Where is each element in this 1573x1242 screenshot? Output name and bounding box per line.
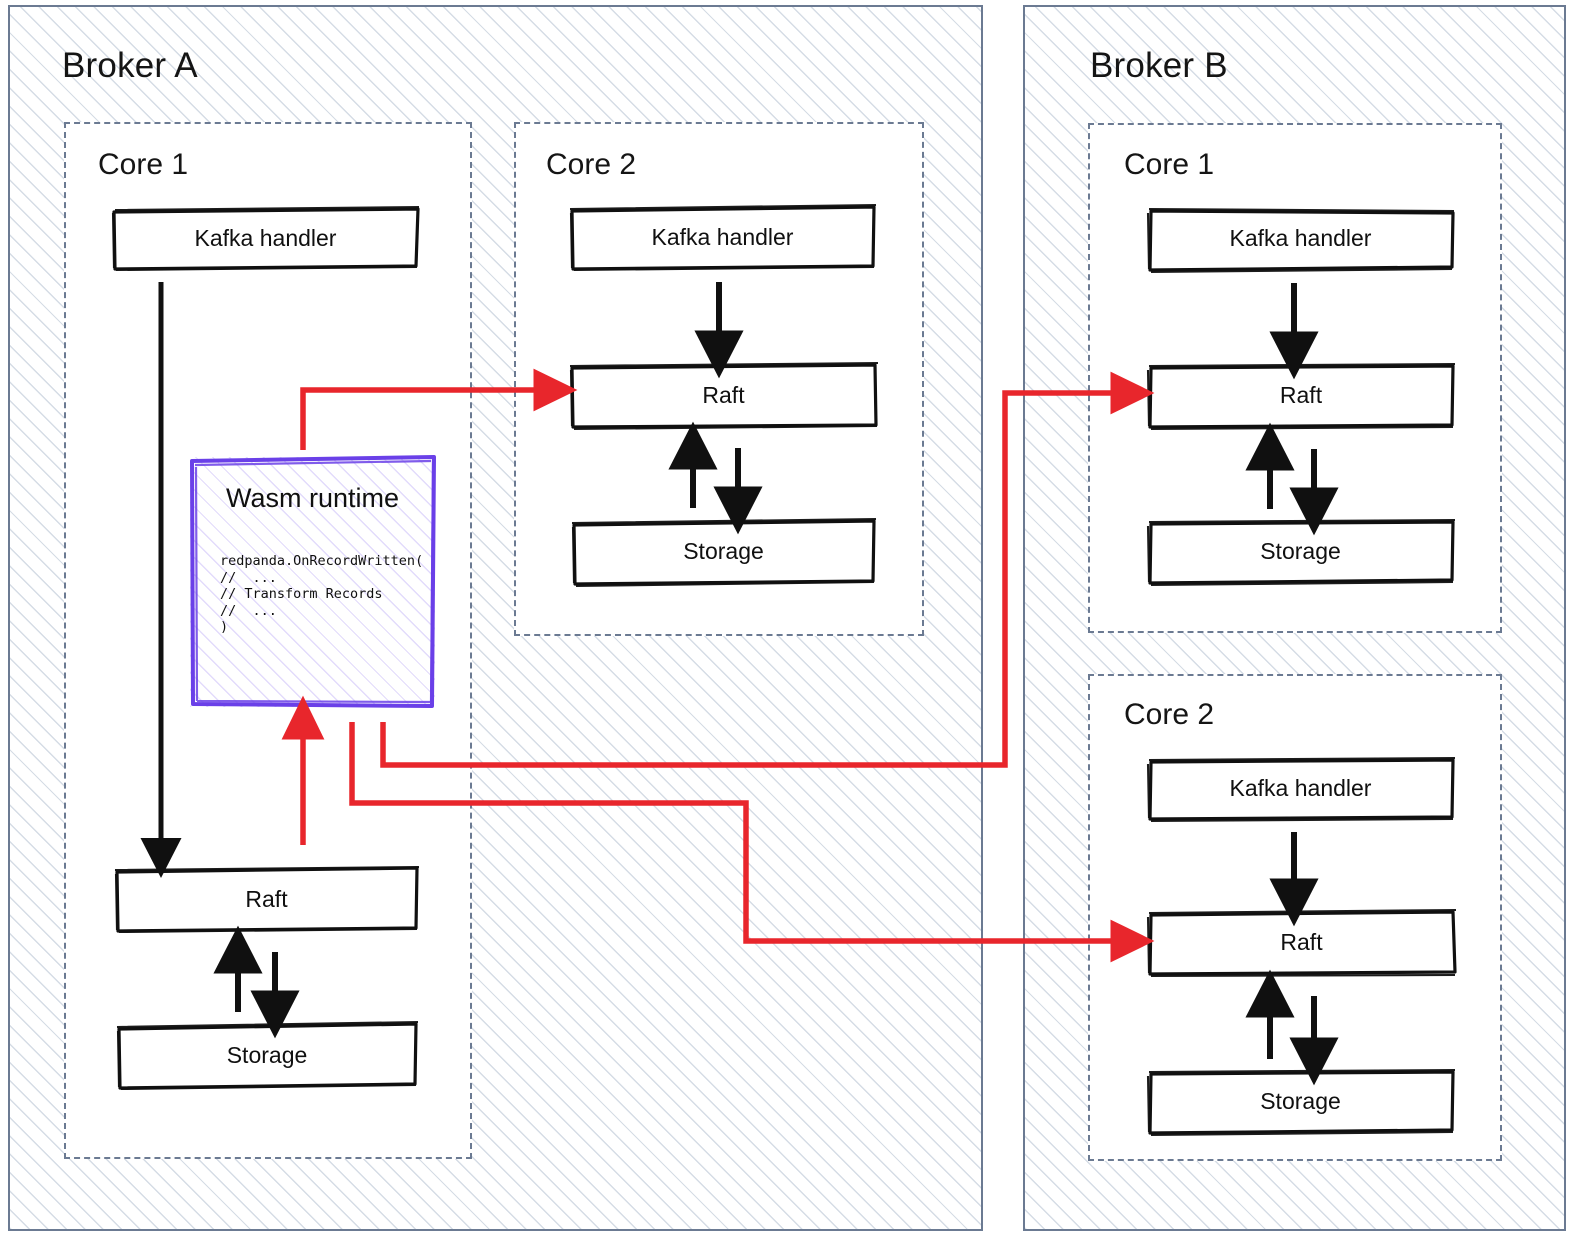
broker-a-core-1-title: Core 1 bbox=[98, 148, 189, 181]
node-kafka-handler-a2: Kafka handler bbox=[569, 203, 877, 272]
node-label: Storage bbox=[226, 1041, 308, 1068]
node-storage-a1: Storage bbox=[116, 1020, 419, 1091]
broker-b-title: Broker B bbox=[1090, 46, 1228, 85]
node-storage-b2: Storage bbox=[1146, 1068, 1456, 1137]
node-storage-b1: Storage bbox=[1146, 518, 1456, 587]
node-raft-a2: Raft bbox=[569, 361, 879, 431]
node-raft-b2: Raft bbox=[1146, 908, 1457, 978]
node-kafka-handler-b1: Kafka handler bbox=[1146, 207, 1455, 274]
node-label: Kafka handler bbox=[194, 224, 337, 251]
node-label: Raft bbox=[245, 885, 288, 912]
node-label: Storage bbox=[1260, 1087, 1341, 1114]
broker-b-core-2-title: Core 2 bbox=[1124, 698, 1215, 731]
node-label: Raft bbox=[1280, 929, 1323, 955]
wasm-runtime-code: redpanda.OnRecordWritten( // ... // Tran… bbox=[220, 553, 424, 635]
broker-b-core-1-title: Core 1 bbox=[1124, 148, 1215, 181]
node-kafka-handler-a1: Kafka handler bbox=[111, 205, 420, 272]
wasm-runtime-box: Wasm runtime redpanda.OnRecordWritten( /… bbox=[190, 455, 436, 708]
broker-a-core-2-title: Core 2 bbox=[546, 148, 637, 181]
node-label: Raft bbox=[1279, 382, 1323, 408]
node-storage-a2: Storage bbox=[571, 517, 877, 588]
node-label: Kafka handler bbox=[1229, 774, 1372, 801]
wasm-runtime-title: Wasm runtime bbox=[225, 483, 400, 513]
node-label: Storage bbox=[1260, 537, 1341, 564]
node-label: Kafka handler bbox=[651, 223, 794, 250]
node-raft-a1: Raft bbox=[114, 865, 420, 934]
node-label: Storage bbox=[683, 537, 764, 564]
node-label: Kafka handler bbox=[1229, 225, 1372, 251]
node-raft-b1: Raft bbox=[1146, 362, 1456, 431]
node-label: Raft bbox=[702, 381, 745, 408]
node-kafka-handler-b2: Kafka handler bbox=[1146, 756, 1456, 823]
broker-a-title: Broker A bbox=[62, 46, 198, 85]
